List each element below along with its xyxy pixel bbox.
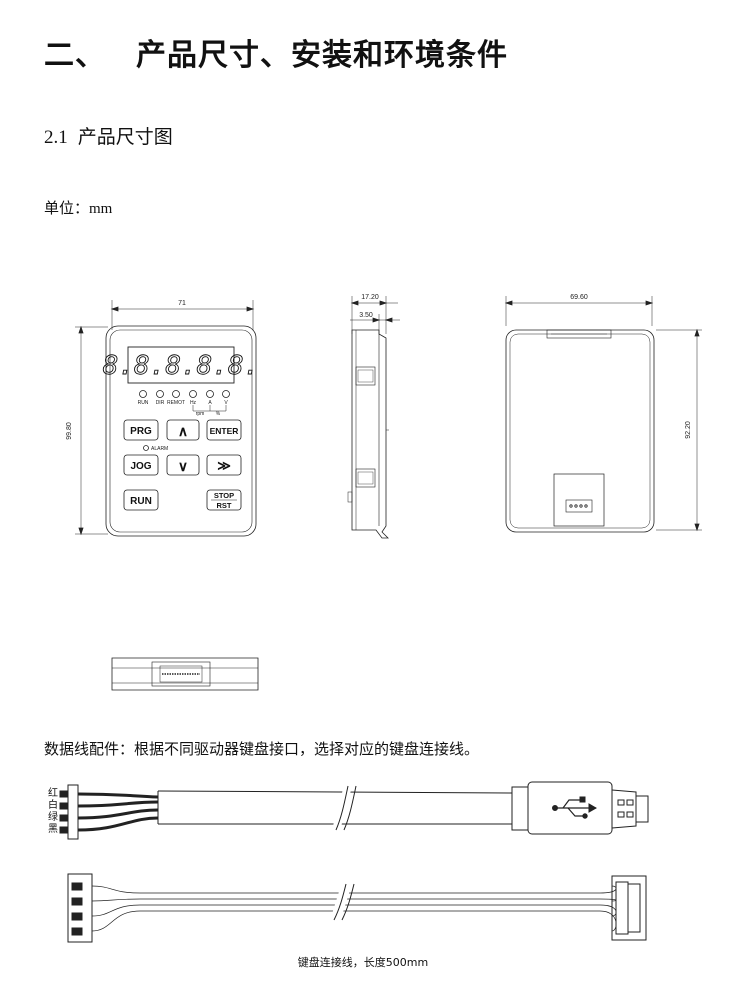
unit-label: 单位：mm [44, 201, 113, 217]
led-label-run: RUN [138, 400, 149, 406]
heading-title: 产品尺寸、安装和环境条件 [136, 38, 508, 73]
seven-segment-display: 8.8.8.8.8. [103, 351, 260, 381]
enter-key[interactable]: ENTER [210, 426, 239, 436]
wire-color-white: 白 [48, 798, 58, 811]
led-label-v: V [224, 400, 228, 406]
wire-color-red: 红 [48, 786, 58, 799]
run-key[interactable]: RUN [130, 496, 152, 507]
section-title: 产品尺寸图 [77, 127, 173, 148]
down-key[interactable]: ∨ [178, 458, 188, 474]
wire-color-black: 黑 [48, 823, 58, 835]
up-key[interactable]: ∧ [178, 423, 188, 439]
page-heading: 二、产品尺寸、安装和环境条件 [44, 30, 508, 74]
led-label-dir: DIR [156, 400, 165, 406]
prg-key[interactable]: PRG [130, 426, 152, 437]
back-height-dimension: 92.20 [685, 421, 692, 439]
led-label-a: A [208, 400, 212, 406]
side-step-dimension: 3.50 [359, 312, 373, 319]
section-number: 2.1 [44, 127, 68, 148]
front-width-dimension: 71 [178, 300, 186, 307]
cable-accessory-title: 数据线配件：根据不同驱动器键盘接口，选择对应的键盘连接线。 [44, 742, 480, 758]
side-depth-dimension: 17.20 [361, 294, 379, 301]
led-label-hz: Hz [190, 400, 197, 406]
alarm-label: ALARM [151, 446, 168, 452]
section-heading: 2.1 产品尺寸图 [44, 122, 173, 149]
reset-key[interactable]: RST [217, 501, 232, 510]
led-label-percent: % [216, 411, 221, 417]
led-label-remote: REMOT [167, 400, 185, 406]
heading-number: 二、 [44, 38, 106, 73]
jog-key[interactable]: JOG [130, 461, 151, 472]
cable-caption: 键盘连接线，长度500mm [298, 955, 428, 969]
shift-key[interactable]: ≫ [217, 458, 231, 473]
stop-key[interactable]: STOP [214, 491, 234, 500]
led-label-rpm: rpm [196, 411, 205, 417]
wire-color-green: 绿 [48, 810, 58, 823]
back-width-dimension: 69.60 [570, 294, 588, 301]
front-height-dimension: 99.80 [66, 422, 73, 440]
